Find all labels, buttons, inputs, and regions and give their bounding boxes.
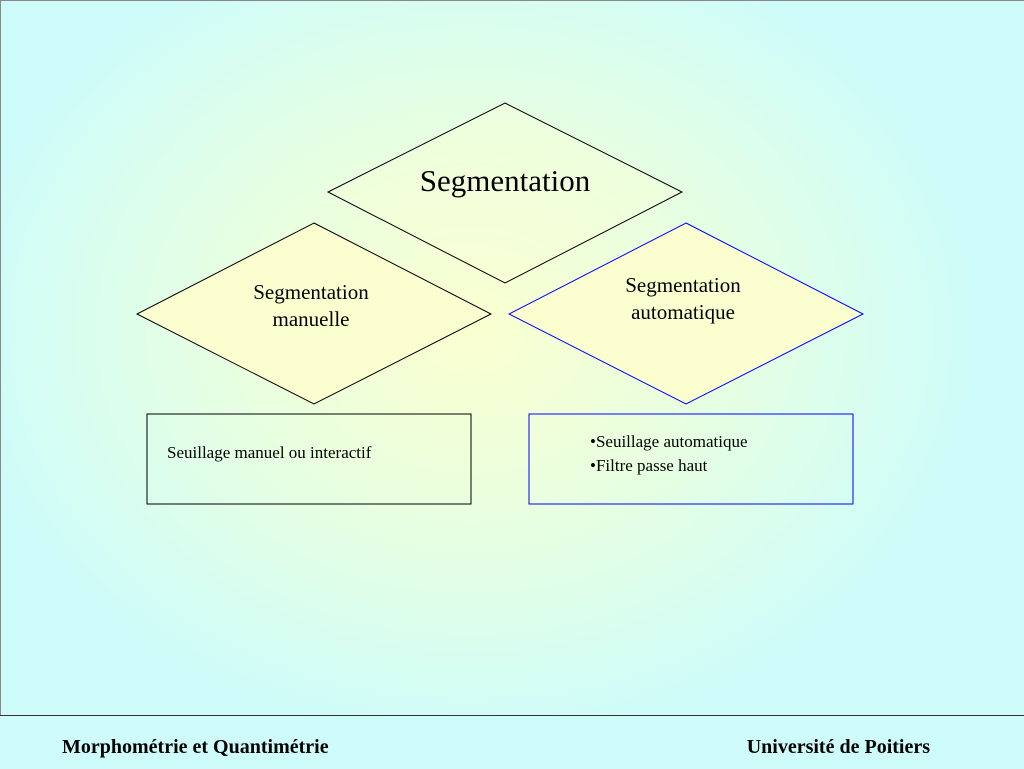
right-node-label: Segmentation automatique: [583, 272, 783, 327]
footer: Morphométrie et Quantimétrie Université …: [0, 715, 1024, 769]
top-diamond: [326, 102, 684, 284]
slide-canvas: Segmentation Segmentation manuelle Segme…: [0, 0, 1024, 715]
left-node-line-2: manuelle: [272, 307, 350, 332]
left-box: [146, 413, 472, 505]
footer-right-text: Université de Poitiers: [746, 736, 930, 758]
right-node-line-2: automatique: [631, 300, 735, 325]
left-node-line-1: Segmentation: [253, 280, 369, 304]
left-box-line-1: Seuillage manuel ou interactif: [167, 443, 372, 462]
right-box-text: •Seuillage automatique •Filtre passe hau…: [590, 430, 748, 478]
right-diamond: [507, 222, 865, 405]
footer-left-text: Morphométrie et Quantimétrie: [62, 736, 329, 758]
left-diamond: [135, 222, 493, 405]
right-box: [528, 413, 854, 505]
left-box-text: Seuillage manuel ou interactif: [167, 441, 371, 465]
left-node-label: Segmentation manuelle: [211, 279, 411, 334]
right-box-line-2: •Filtre passe haut: [590, 456, 708, 475]
segmentation-diagram: [135, 102, 865, 505]
top-node-label: Segmentation: [419, 163, 591, 198]
right-box-line-1: •Seuillage automatique: [590, 432, 748, 451]
right-node-line-1: Segmentation: [625, 273, 741, 297]
